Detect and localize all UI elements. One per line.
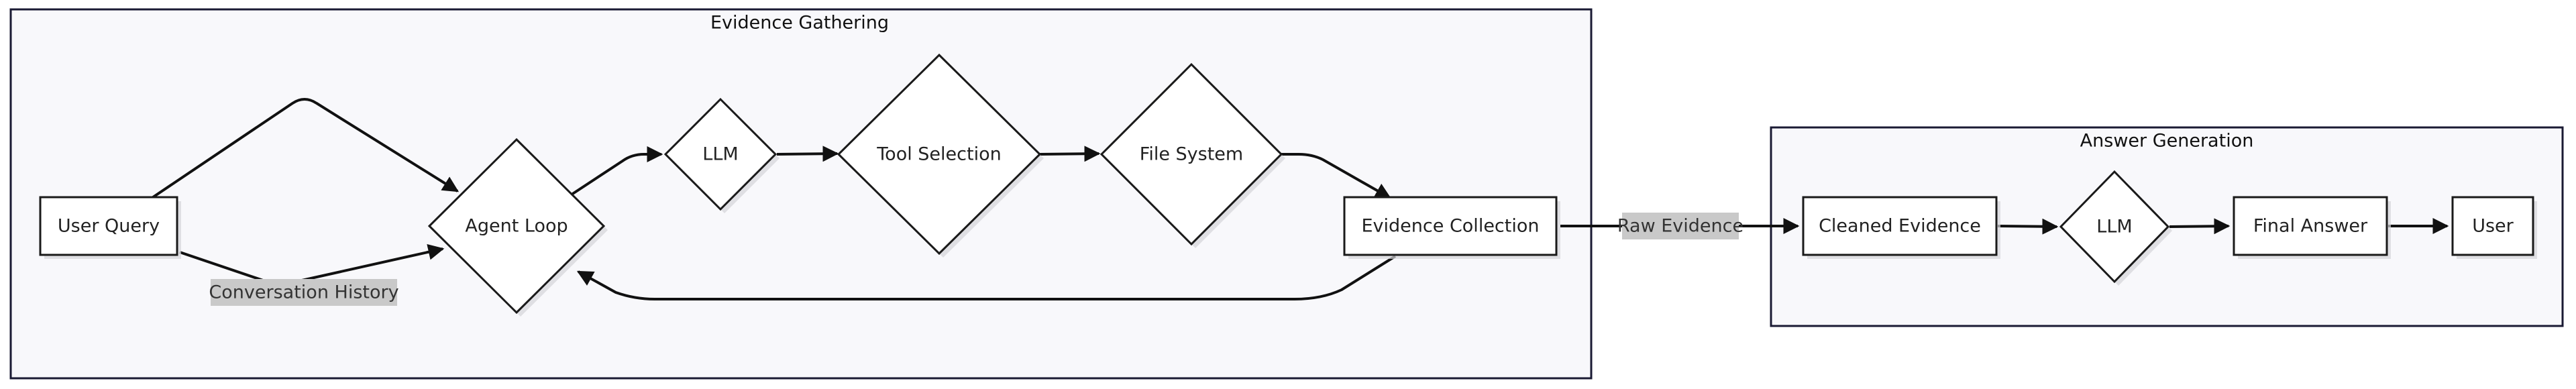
node-label-tool-selection: Tool Selection [876, 144, 1001, 165]
edge-label-conversation-history: Conversation History [209, 279, 399, 306]
edge-label-raw-evidence: Raw Evidence [1617, 213, 1743, 239]
cluster-title-evidence-gathering: Evidence Gathering [710, 13, 889, 34]
node-llm-2: LLM [2059, 170, 2172, 286]
node-user: User [2451, 196, 2537, 259]
node-label-user: User [2472, 216, 2514, 237]
node-label-cleaned-evidence: Cleaned Evidence [1819, 216, 1981, 237]
node-label-file-system: File System [1140, 144, 1243, 165]
node-label-user-query: User Query [58, 216, 160, 237]
edge-label-conversation-history-text: Conversation History [209, 282, 398, 303]
node-label-final-answer: Final Answer [2253, 216, 2368, 237]
edge-file-system-to-evidence-collection [1281, 153, 1392, 199]
node-cleaned-evidence: Cleaned Evidence [1802, 196, 2000, 259]
node-label-llm-1: LLM [702, 144, 738, 165]
edge-label-raw-evidence-text: Raw Evidence [1617, 216, 1743, 237]
node-tool-selection: Tool Selection [837, 53, 1044, 258]
node-label-llm-2: LLM [2096, 217, 2132, 237]
node-label-evidence-collection: Evidence Collection [1362, 216, 1540, 237]
node-evidence-collection: Evidence Collection [1343, 196, 1560, 259]
node-final-answer: Final Answer [2233, 196, 2391, 259]
edge-llm-to-final-answer [2169, 218, 2231, 235]
cluster-title-answer-generation: Answer Generation [2080, 131, 2254, 152]
edge-evidence-collection-to-agent-loop [576, 255, 1397, 300]
node-user-query: User Query [39, 196, 181, 259]
edge-user-query-to-agent-loop [152, 98, 460, 199]
node-llm-1: LLM [663, 97, 780, 213]
node-agent-loop: Agent Loop [427, 137, 608, 317]
node-label-agent-loop: Agent Loop [465, 216, 568, 237]
cluster-evidence-gathering: Evidence Gathering [9, 8, 1593, 380]
edge-agent-loop-to-llm [570, 146, 663, 196]
edge-cleaned-evidence-to-llm [1997, 218, 2059, 235]
node-file-system: File System [1099, 62, 1285, 248]
